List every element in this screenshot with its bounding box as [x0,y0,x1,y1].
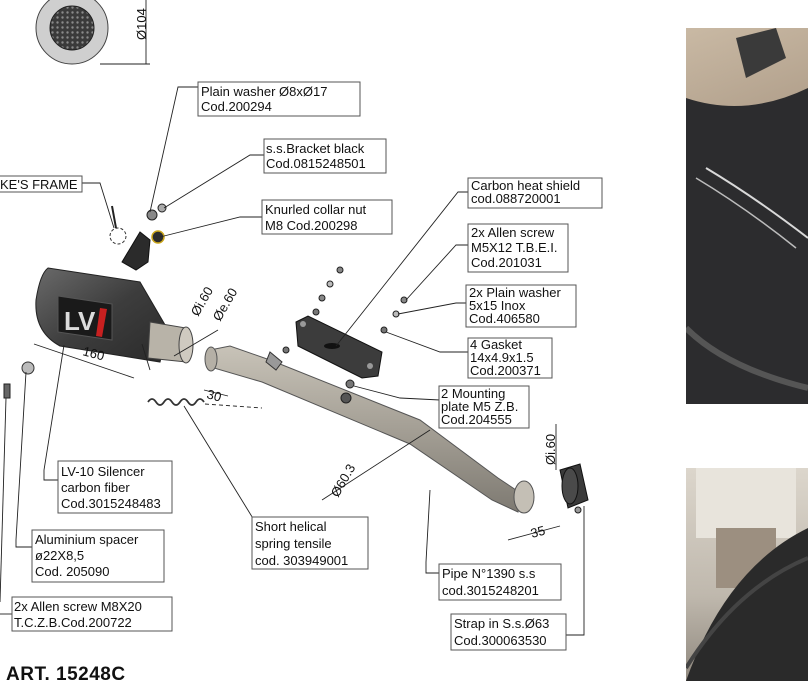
svg-text:cod. 303949001: cod. 303949001 [255,553,348,568]
svg-text:2x Plain washer: 2x Plain washer [469,285,561,300]
svg-text:plate M5 Z.B.: plate M5 Z.B. [441,399,518,414]
svg-text:carbon fiber: carbon fiber [61,480,130,495]
svg-text:Knurled collar nut: Knurled collar nut [265,202,367,217]
svg-text:Cod.200294: Cod.200294 [201,99,272,114]
svg-text:spring tensile: spring tensile [255,536,332,551]
label-plain-washer: Plain washer Ø8xØ17 Cod.200294 [197,81,361,117]
svg-text:Cod. 205090: Cod. 205090 [35,564,109,579]
svg-text:Strap in S.s.Ø63: Strap in S.s.Ø63 [454,616,549,631]
svg-text:Cod.3015248483: Cod.3015248483 [61,496,161,511]
lv-logo: LV [57,295,113,341]
svg-text:Cod.300063530: Cod.300063530 [454,633,547,648]
svg-text:Short helical: Short helical [255,519,327,534]
outlet-length-dim: 35 [529,523,547,541]
svg-text:Pipe N°1390 s.s: Pipe N°1390 s.s [442,566,536,581]
svg-text:5x15 Inox: 5x15 Inox [469,298,526,313]
svg-text:14x4.9x1.5: 14x4.9x1.5 [470,350,534,365]
pipe-diameter-dim: Ø60.3 [328,461,359,499]
label-bikes-frame: KE'S FRAME [0,175,83,193]
silencer-length-dim: 160 [81,343,106,363]
label-spring: Short helical spring tensile cod. 303949… [251,516,369,570]
svg-text:LV: LV [64,306,96,336]
heat-shield [295,315,383,379]
exhaust-pipe [204,345,535,514]
svg-text:Cod.200371: Cod.200371 [470,363,541,378]
svg-text:4 Gasket: 4 Gasket [470,337,522,352]
label-plain-washer-5: 2x Plain washer 5x15 Inox Cod.406580 [465,284,577,328]
svg-text:cod.088720001: cod.088720001 [471,191,561,206]
svg-text:Cod.0815248501: Cod.0815248501 [266,156,366,171]
label-allen-m8: 2x Allen screw M8X20 T.C.Z.B.Cod.200722 [11,596,173,632]
dimension-lines [33,329,561,541]
strap [559,463,589,514]
photo-top-shapes [686,28,808,404]
photo-bottom-shapes [686,468,808,681]
svg-text:Cod.201031: Cod.201031 [471,255,542,270]
outer-diameter-dim: Ø104 [134,8,149,40]
svg-text:Cod.406580: Cod.406580 [469,311,540,326]
label-gasket: 4 Gasket 14x4.9x1.5 Cod.200371 [467,337,553,379]
outlet-inner-diameter-dim: Øi.60 [543,434,558,465]
svg-text:Plain washer Ø8xØ17: Plain washer Ø8xØ17 [201,84,327,99]
installed-photo-bottom [686,468,808,681]
svg-text:2x Allen screw: 2x Allen screw [471,225,555,240]
svg-text:Cod.204555: Cod.204555 [441,412,512,427]
hardware-screws [3,266,408,404]
article-code: ART. 15248C [6,664,126,685]
label-bracket: s.s.Bracket black Cod.0815248501 [263,138,387,174]
label-pipe: Pipe N°1390 s.s cod.3015248201 [438,563,562,601]
svg-text:2 Mounting: 2 Mounting [441,386,505,401]
svg-text:2x Allen screw M8X20: 2x Allen screw M8X20 [14,599,142,614]
installed-photo-top [686,28,808,404]
svg-text:T.C.Z.B.Cod.200722: T.C.Z.B.Cod.200722 [14,615,132,630]
label-heat-shield: Carbon heat shield cod.088720001 [467,177,603,209]
bracket-assembly [109,203,167,271]
svg-text:KE'S FRAME: KE'S FRAME [0,177,78,192]
svg-text:s.s.Bracket black: s.s.Bracket black [266,141,365,156]
overlap-length-dim: 30 [205,386,223,404]
svg-text:Aluminium spacer: Aluminium spacer [35,532,139,547]
end-cap-view [35,0,150,65]
label-strap: Strap in S.s.Ø63 Cod.300063530 [450,613,567,651]
label-allen-m5: 2x Allen screw M5X12 T.B.E.I. Cod.201031 [467,223,569,273]
label-silencer: LV-10 Silencer carbon fiber Cod.30152484… [57,460,173,514]
svg-text:Carbon heat shield: Carbon heat shield [471,178,580,193]
silencer: LV [35,267,194,364]
label-spacer: Aluminium spacer ø22X8,5 Cod. 205090 [31,529,165,583]
svg-text:ø22X8,5: ø22X8,5 [35,548,84,563]
svg-text:M5X12 T.B.E.I.: M5X12 T.B.E.I. [471,240,557,255]
svg-text:LV-10 Silencer: LV-10 Silencer [61,464,145,479]
svg-text:M8 Cod.200298: M8 Cod.200298 [265,218,358,233]
svg-text:cod.3015248201: cod.3015248201 [442,583,539,598]
label-knurled-nut: Knurled collar nut M8 Cod.200298 [261,199,393,235]
label-mounting-plate: 2 Mounting plate M5 Z.B. Cod.204555 [438,385,530,429]
spring [147,398,263,409]
